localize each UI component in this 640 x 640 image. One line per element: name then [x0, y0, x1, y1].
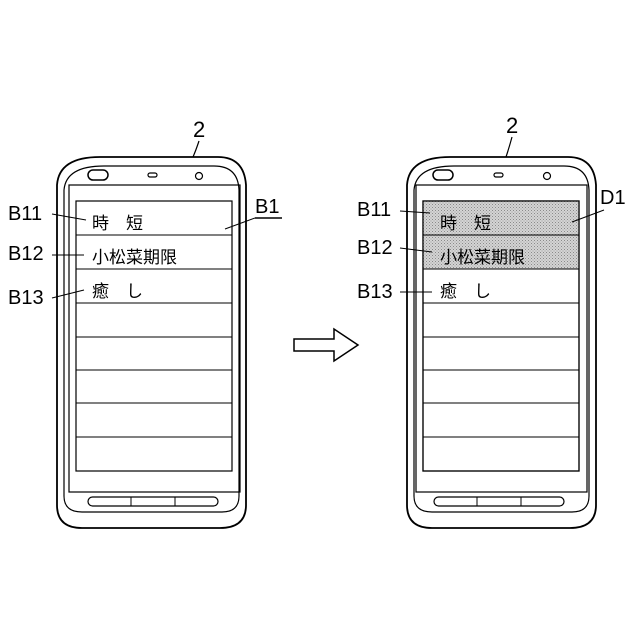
- list-item-text: 癒 し: [440, 282, 491, 302]
- list-item-text: 小松菜期限: [92, 248, 177, 268]
- ref-label-row: B12: [8, 243, 44, 265]
- sensor-icon: [148, 173, 157, 177]
- ref-label-device: 2: [193, 117, 205, 142]
- screen: [76, 201, 232, 471]
- right-device: 時 短 小松菜期限 癒 し: [407, 157, 596, 528]
- list-item-text: 時 短: [440, 214, 491, 234]
- earpiece-icon: [88, 170, 108, 180]
- ref-label-row: B11: [357, 199, 391, 221]
- sensor-icon: [494, 173, 503, 177]
- ref-label-list: B1: [255, 196, 279, 218]
- ref-label-row: B12: [357, 237, 393, 259]
- ref-label-row: B13: [357, 281, 393, 303]
- nav-key-bar: [434, 497, 564, 506]
- ref-label-row: B11: [8, 203, 42, 225]
- list-item-text: 小松菜期限: [440, 248, 525, 268]
- ref-label-row: B13: [8, 287, 44, 309]
- list-item-text: 時 短: [92, 214, 143, 234]
- left-device: 時 短 小松菜期限 癒 し: [57, 157, 246, 528]
- transition-arrow-icon: [294, 329, 358, 361]
- list-item-text: 癒 し: [92, 282, 143, 302]
- ref-label-device: 2: [506, 113, 518, 138]
- camera-icon: [196, 173, 203, 180]
- camera-icon: [544, 173, 551, 180]
- ref-label-highlight: D1: [600, 187, 626, 209]
- nav-key-bar: [88, 497, 218, 506]
- earpiece-icon: [433, 170, 453, 180]
